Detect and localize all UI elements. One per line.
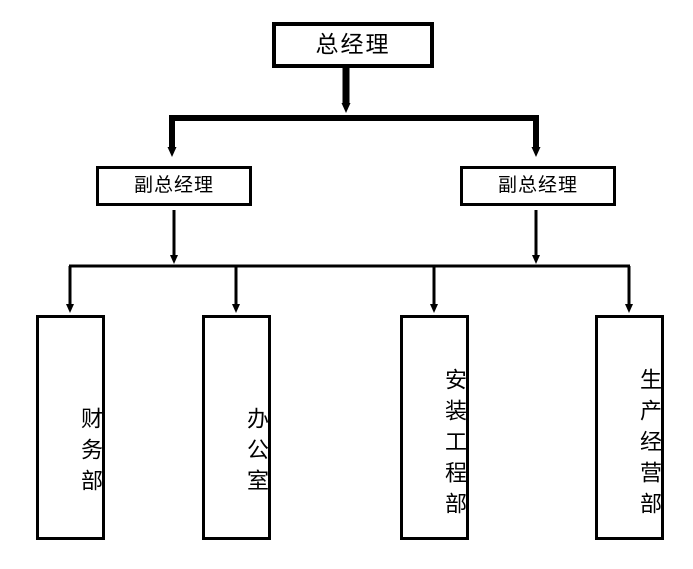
node-deputy-general-manager-right[interactable]: 副总经理 <box>460 166 616 206</box>
node-general-manager-label: 总经理 <box>315 31 391 58</box>
node-department-finance-label: 财务部 <box>77 407 102 500</box>
node-general-manager[interactable]: 总经理 <box>272 22 434 68</box>
node-department-production-operations-label: 生产经营部 <box>636 368 661 523</box>
node-deputy-general-manager-left[interactable]: 副总经理 <box>96 166 252 206</box>
bus-level3 <box>66 264 633 313</box>
bus-level2 <box>167 115 541 157</box>
node-department-office-label: 办公室 <box>243 407 268 500</box>
node-department-installation-engineering-label: 安装工程部 <box>441 368 466 523</box>
node-department-installation-engineering[interactable]: 安装工程部 <box>400 315 469 540</box>
node-deputy-general-manager-right-label: 副总经理 <box>497 174 578 197</box>
node-deputy-general-manager-left-label: 副总经理 <box>133 174 214 197</box>
node-department-office[interactable]: 办公室 <box>202 315 271 540</box>
node-department-finance[interactable]: 财务部 <box>36 315 105 540</box>
node-department-production-operations[interactable]: 生产经营部 <box>595 315 664 540</box>
